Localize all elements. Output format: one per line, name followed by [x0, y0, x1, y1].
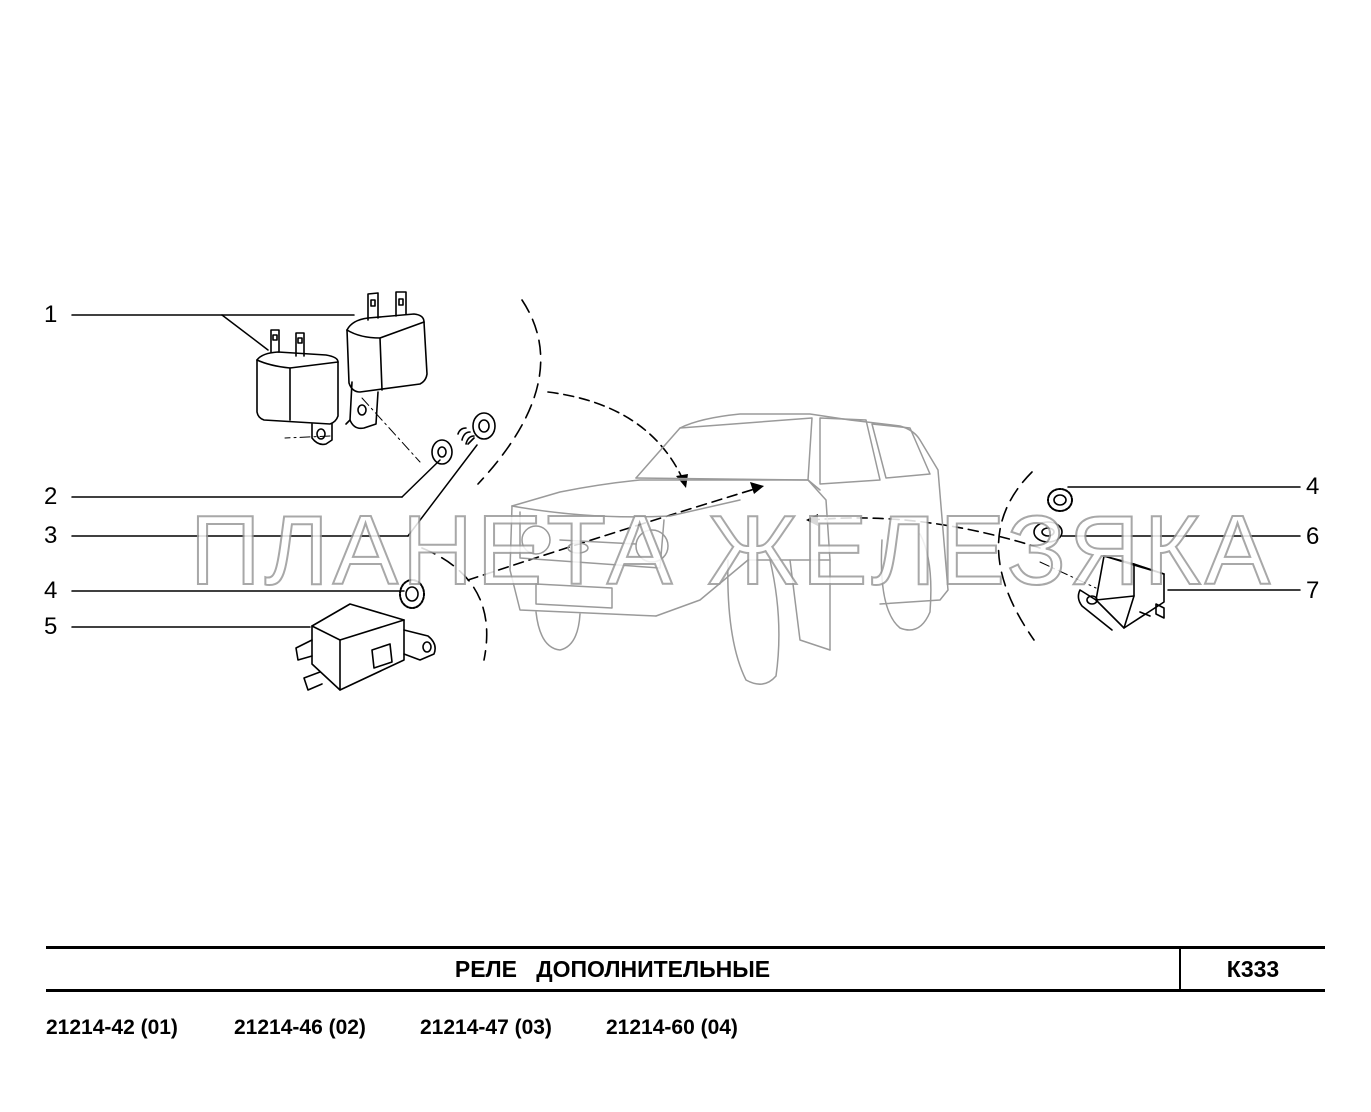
- watermark: ПЛАНЕТА ЖЕЛЕЗЯКА: [189, 495, 1275, 605]
- callout-4-right: 4: [1306, 473, 1320, 500]
- callout-1: 1: [44, 301, 58, 328]
- callout-5: 5: [44, 613, 58, 640]
- callout-7: 7: [1306, 577, 1320, 604]
- model-item: 21214-47 (03): [420, 1016, 552, 1039]
- centerline-right: [1039, 561, 1097, 589]
- title-divider: [1179, 946, 1181, 992]
- callout-3: 3: [44, 522, 58, 549]
- relay-1b: [345, 291, 428, 430]
- dashed-arcs: [421, 299, 1035, 661]
- leader-lines-left: [71, 314, 478, 628]
- callout-2: 2: [44, 483, 58, 510]
- model-item: 21214-60 (04): [606, 1016, 738, 1039]
- callout-4-left: 4: [44, 577, 58, 604]
- arrow-heads: [676, 474, 818, 526]
- relay-1a: [256, 329, 339, 446]
- diagram-title: РЕЛЕ ДОПОЛНИТЕЛЬНЫЕ: [454, 955, 771, 982]
- nut-4-right: [1047, 488, 1073, 512]
- title-block: РЕЛЕ ДОПОЛНИТЕЛЬНЫЕ К333: [46, 946, 1325, 992]
- relay-5: [295, 603, 436, 691]
- nut-4-left: [399, 579, 425, 609]
- spring-nut-3: [457, 412, 496, 445]
- centerline-upper: [284, 397, 421, 463]
- washer-6: [1033, 521, 1063, 543]
- leader-lines-right: [1061, 486, 1301, 591]
- model-item: 21214-46 (02): [234, 1016, 366, 1039]
- callout-6: 6: [1306, 523, 1320, 550]
- relay-7: [1077, 555, 1165, 631]
- sheet-code: К333: [1226, 955, 1280, 982]
- washer-2: [431, 439, 453, 465]
- model-item: 21214-42 (01): [46, 1016, 178, 1039]
- dashed-arrows: [467, 391, 1041, 581]
- vehicle-outline: [509, 413, 949, 685]
